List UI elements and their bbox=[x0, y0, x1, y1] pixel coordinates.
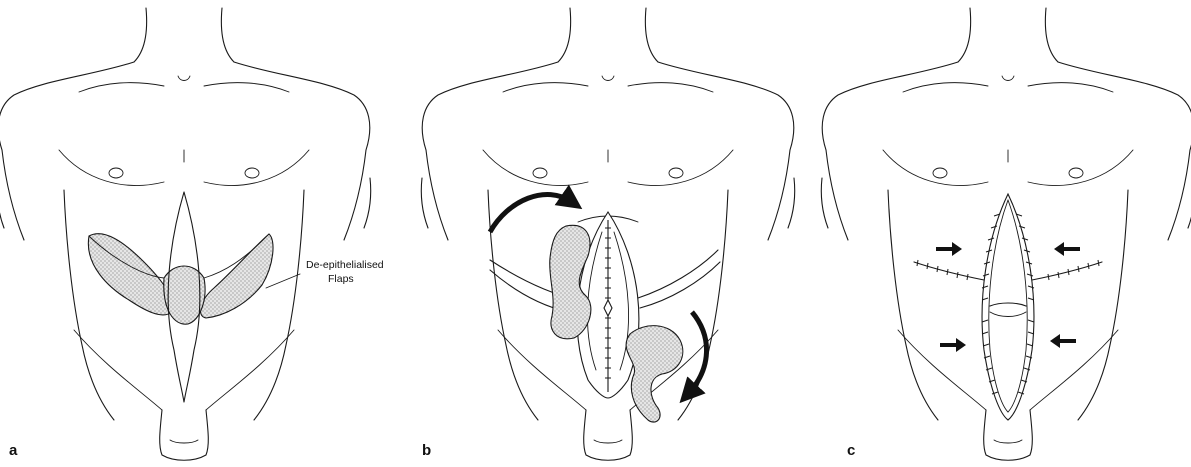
panel-label-b: b bbox=[422, 442, 431, 459]
transverse-suture-right bbox=[1032, 262, 1102, 280]
rotation-arrow-left bbox=[490, 194, 572, 232]
annotation-leader-line bbox=[266, 274, 300, 288]
right-flap-rotating bbox=[626, 326, 683, 422]
tension-arrow-lower-right bbox=[1050, 334, 1076, 348]
rotation-arrow-right bbox=[688, 312, 707, 394]
panel-label-a: a bbox=[9, 442, 18, 459]
panel-b bbox=[421, 8, 795, 460]
left-deepithelialised-flap bbox=[88, 234, 172, 315]
closed-ellipse bbox=[982, 194, 1034, 420]
panel-label-c: c bbox=[847, 442, 855, 459]
annotation-line-1: De-epithelialised bbox=[306, 259, 384, 271]
panel-a bbox=[0, 8, 371, 460]
tension-arrow-upper-right bbox=[1054, 242, 1080, 256]
tension-arrow-upper-left bbox=[936, 242, 962, 256]
transverse-suture-left bbox=[914, 262, 984, 280]
right-deepithelialised-flap bbox=[200, 234, 273, 318]
tension-arrow-lower-left bbox=[940, 338, 966, 352]
panel-c bbox=[821, 8, 1191, 460]
annotation-line-2: Flaps bbox=[328, 273, 354, 285]
